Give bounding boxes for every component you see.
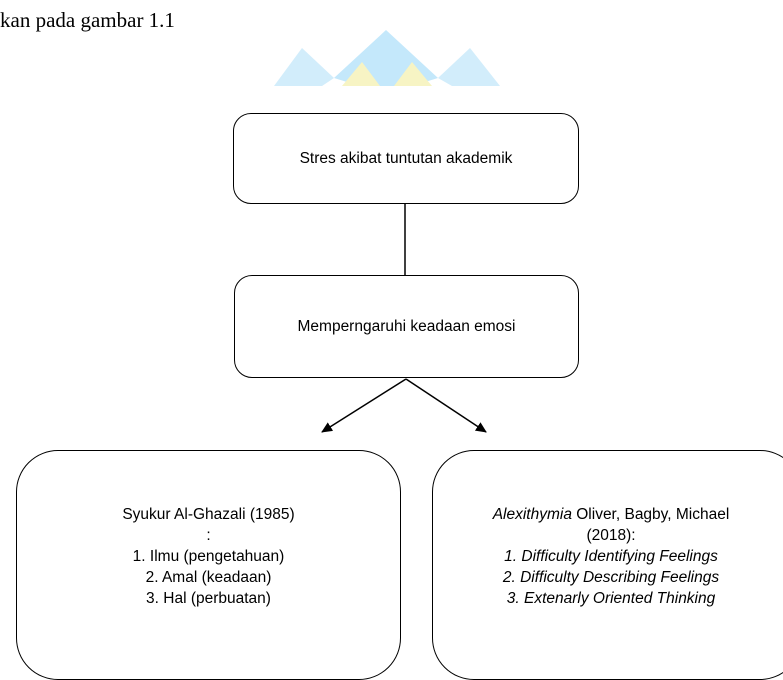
box-alexithymia-item-1: 1. Difficulty Identifying Feelings: [504, 547, 718, 565]
arrow-to-left-box: [321, 378, 407, 433]
watermark-shape-yellow-left: [342, 62, 380, 86]
box-syukur: Syukur Al-Ghazali (1985) : 1. Ilmu (peng…: [16, 450, 401, 680]
watermark-shape-left: [274, 48, 334, 86]
box-academic-stress: Stres akibat tuntutan akademik: [233, 113, 579, 204]
box-alexithymia-title-rest: Oliver, Bagby, Michael: [571, 505, 730, 523]
box-syukur-item-3: 3. Hal (perbuatan): [146, 589, 271, 607]
box-syukur-title: Syukur Al-Ghazali (1985): [122, 505, 295, 523]
box-alexithymia-title: Alexithymia Oliver, Bagby, Michael: [493, 504, 730, 525]
box-academic-stress-label: Stres akibat tuntutan akademik: [299, 150, 513, 167]
watermark-shape-yellow-right: [394, 62, 432, 86]
connectors: [321, 204, 487, 433]
box-syukur-item-1: 1. Ilmu (pengetahuan): [132, 547, 285, 565]
box-syukur-item-2: 2. Amal (keadaan): [145, 568, 272, 586]
caption-text: kan pada gambar 1.1: [0, 8, 175, 32]
box-syukur-content: Syukur Al-Ghazali (1985) : 1. Ilmu (peng…: [122, 504, 294, 609]
logo-watermark: [274, 30, 500, 86]
box-emotion-effect-label: Memperngaruhi keadaan emosi: [297, 318, 516, 335]
box-emotion-effect: Memperngaruhi keadaan emosi: [234, 275, 579, 378]
arrow-to-right-box: [405, 378, 487, 433]
box-alexithymia-title-italic: Alexithymia: [492, 505, 572, 523]
box-alexithymia-content: Alexithymia Oliver, Bagby, Michael (2018…: [493, 504, 730, 609]
box-alexithymia: Alexithymia Oliver, Bagby, Michael (2018…: [432, 450, 783, 680]
box-alexithymia-item-3: 3. Extenarly Oriented Thinking: [506, 589, 716, 607]
box-alexithymia-year: (2018):: [586, 526, 636, 544]
box-syukur-colon: :: [206, 526, 211, 544]
watermark-shape-right: [438, 48, 500, 86]
box-alexithymia-item-2: 2. Difficulty Describing Feelings: [502, 568, 720, 586]
